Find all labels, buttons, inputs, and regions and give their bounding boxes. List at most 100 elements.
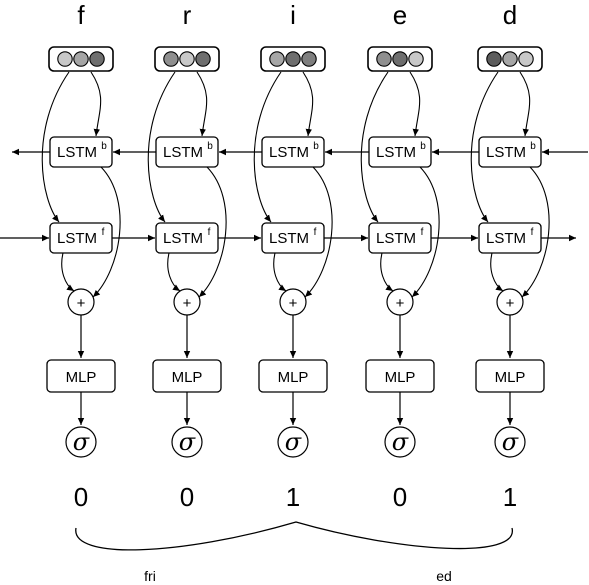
lstm-f-to-sum-arrow (273, 252, 287, 292)
lstm-forward-cell (261, 222, 325, 254)
embed-to-lstm-b-arrow (196, 71, 208, 137)
lstm-b-to-sum-arrow (198, 166, 227, 298)
sigmoid-node (65, 426, 97, 458)
lstm-b-to-sum-arrow (92, 166, 121, 298)
lstm-backward-sup: b (207, 141, 213, 152)
output-label: 0 (74, 482, 88, 512)
embedding-unit (195, 51, 211, 67)
lstm-backward-cell (368, 136, 432, 168)
lstm-forward-cell (155, 222, 219, 254)
embedding-unit (57, 51, 73, 67)
segmentation-brace (75, 521, 513, 551)
lstm-forward-label: LSTM (269, 230, 309, 247)
mlp-label: MLP (172, 369, 203, 386)
sum-symbol: + (183, 295, 192, 312)
lstm-forward-label: LSTM (163, 230, 203, 247)
sigmoid-symbol: σ (502, 428, 519, 456)
lstm-f-to-sum-arrow (490, 252, 504, 292)
lstm-forward-label: LSTM (376, 230, 416, 247)
lstm-backward-cell (261, 136, 325, 168)
embedding-unit (301, 51, 317, 67)
lstm-backward-label: LSTM (376, 144, 416, 161)
output-label: 1 (286, 482, 300, 512)
lstm-forward-cell (368, 222, 432, 254)
embedding-unit (73, 51, 89, 67)
sigmoid-symbol: σ (285, 428, 302, 456)
lstm-f-to-sum-arrow (61, 252, 75, 292)
lstm-forward-sup: f (531, 227, 534, 238)
embedding-unit (376, 51, 392, 67)
embedding-unit (163, 51, 179, 67)
input-char: e (393, 0, 407, 30)
lstm-forward-sup: f (208, 227, 211, 238)
sum-symbol: + (396, 295, 405, 312)
sigmoid-node (384, 426, 416, 458)
lstm-b-to-sum-arrow (304, 166, 333, 298)
embedding-unit (502, 51, 518, 67)
output-label: 1 (503, 482, 517, 512)
mlp-label: MLP (385, 369, 416, 386)
embedding-unit (486, 51, 502, 67)
embed-to-lstm-b-arrow (409, 71, 421, 137)
embed-to-lstm-b-arrow (302, 71, 314, 137)
embed-to-lstm-b-arrow (90, 71, 102, 137)
lstm-forward-cell (478, 222, 542, 254)
lstm-forward-label: LSTM (486, 230, 526, 247)
embedding-unit (269, 51, 285, 67)
lstm-backward-sup: b (530, 141, 536, 152)
lstm-b-to-sum-arrow (521, 166, 550, 298)
lstm-backward-cell (478, 136, 542, 168)
input-char: f (77, 0, 85, 30)
mlp-label: MLP (66, 369, 97, 386)
mlp-label: MLP (278, 369, 309, 386)
lstm-forward-label: LSTM (57, 230, 97, 247)
sigmoid-symbol: σ (73, 428, 90, 456)
embedding-unit (392, 51, 408, 67)
lstm-backward-label: LSTM (269, 144, 309, 161)
embedding-unit (285, 51, 301, 67)
embedding-unit (89, 51, 105, 67)
lstm-f-to-sum-arrow (167, 252, 181, 292)
lstm-b-to-sum-arrow (411, 166, 440, 298)
embedding-unit (179, 51, 195, 67)
lstm-f-to-sum-arrow (380, 252, 394, 292)
output-label: 0 (393, 482, 407, 512)
output-label: 0 (180, 482, 194, 512)
mlp-label: MLP (495, 369, 526, 386)
lstm-backward-cell (49, 136, 113, 168)
lstm-backward-sup: b (101, 141, 107, 152)
lstm-backward-sup: b (420, 141, 426, 152)
input-char: i (290, 0, 296, 30)
embed-to-lstm-f-arrow (253, 71, 282, 223)
lstm-backward-sup: b (313, 141, 319, 152)
sum-symbol: + (77, 295, 86, 312)
embedding-unit (408, 51, 424, 67)
sum-symbol: + (506, 295, 515, 312)
lstm-backward-label: LSTM (57, 144, 97, 161)
segment-label: ed (436, 568, 452, 584)
segment-label: fri (144, 568, 156, 584)
lstm-forward-cell (49, 222, 113, 254)
sigmoid-node (494, 426, 526, 458)
embed-to-lstm-b-arrow (519, 71, 531, 137)
embed-to-lstm-f-arrow (360, 71, 389, 223)
sigmoid-node (171, 426, 203, 458)
input-char: d (503, 0, 517, 30)
embed-to-lstm-f-arrow (41, 71, 70, 223)
sigmoid-symbol: σ (392, 428, 409, 456)
input-char: r (183, 0, 192, 30)
lstm-backward-label: LSTM (486, 144, 526, 161)
sigmoid-node (277, 426, 309, 458)
embed-to-lstm-f-arrow (470, 71, 499, 223)
lstm-forward-sup: f (421, 227, 424, 238)
embed-to-lstm-f-arrow (147, 71, 176, 223)
lstm-forward-sup: f (314, 227, 317, 238)
lstm-forward-sup: f (102, 227, 105, 238)
lstm-backward-cell (155, 136, 219, 168)
